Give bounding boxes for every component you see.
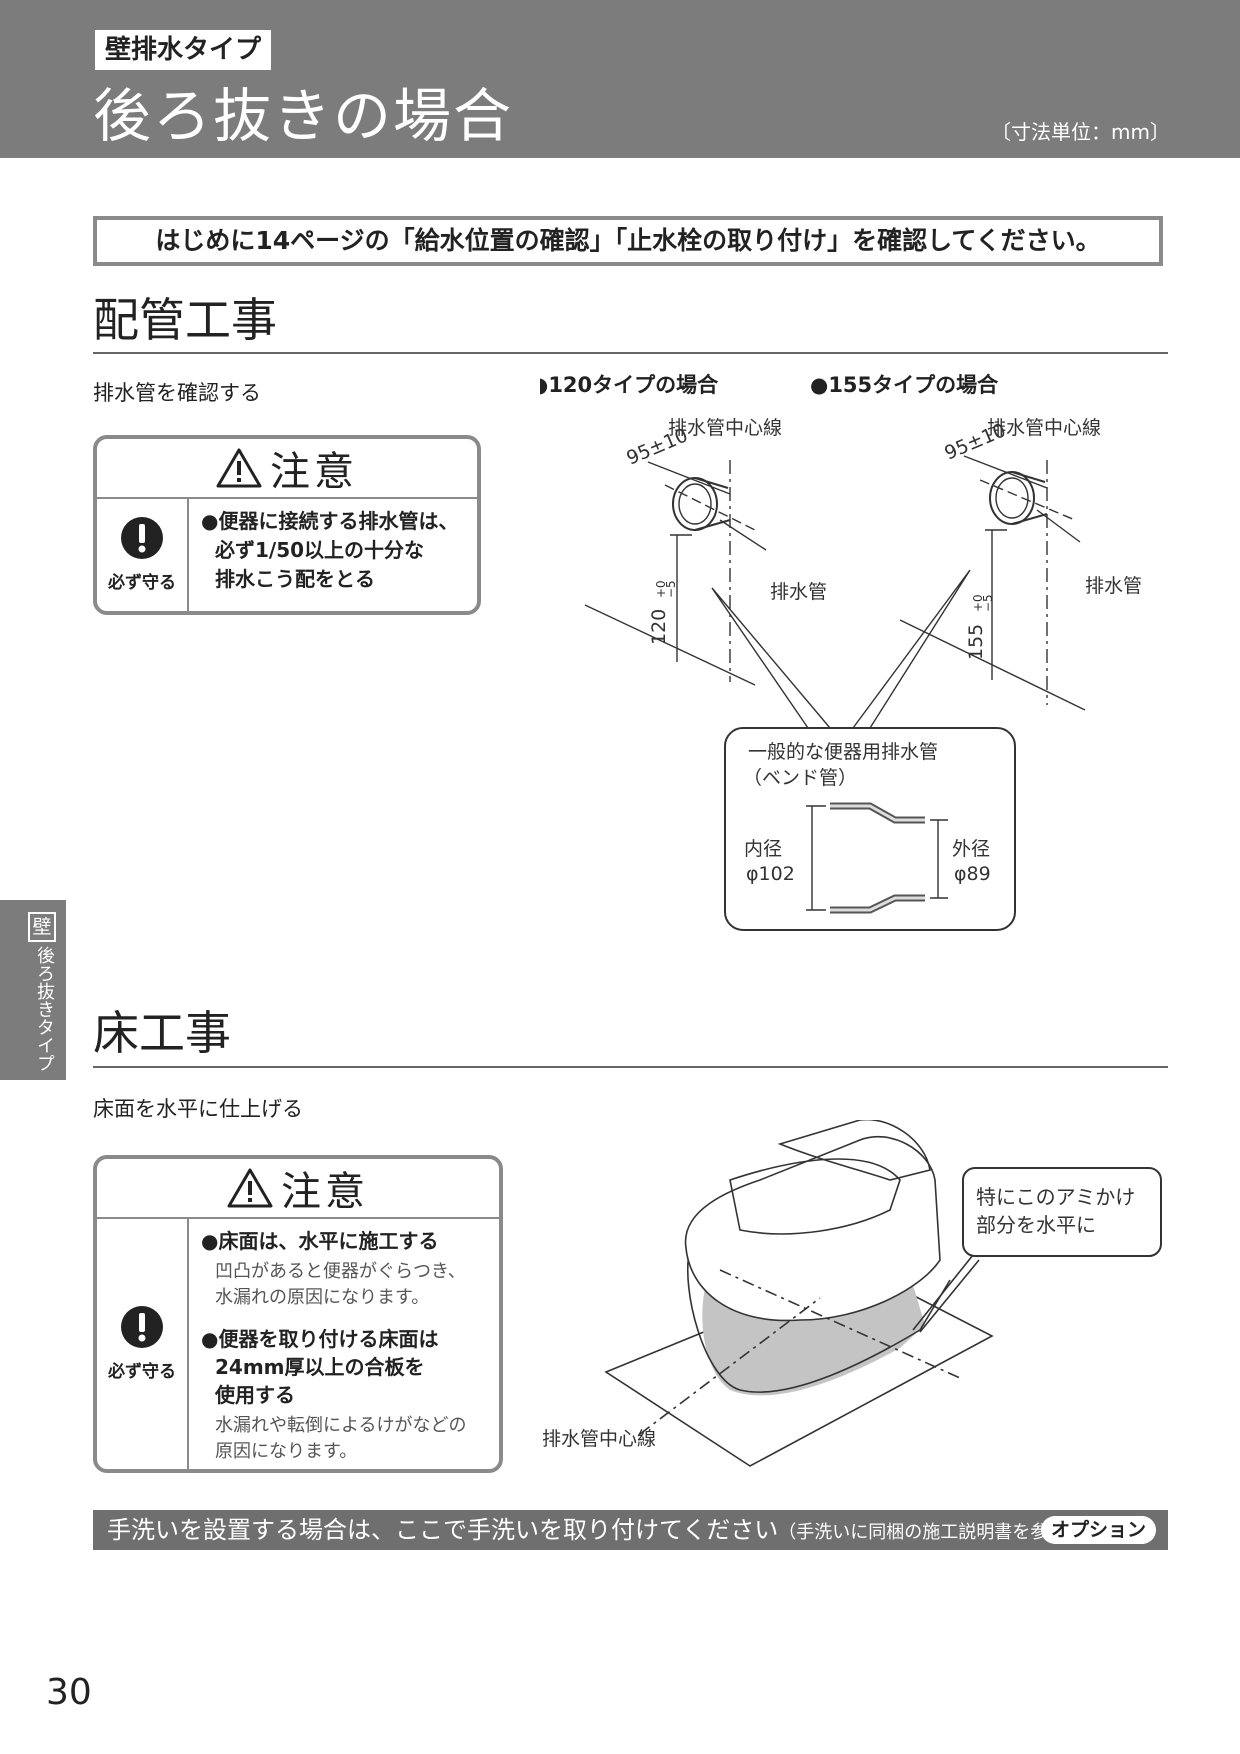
dim-label-120: 120 xyxy=(648,609,670,645)
inner-value: φ102 xyxy=(746,863,795,885)
must-follow-label: 必ず守る xyxy=(108,1361,176,1382)
caution-header: 注意 xyxy=(97,1159,499,1219)
must-follow-label: 必ず守る xyxy=(108,572,176,593)
callout-pointer xyxy=(711,587,831,729)
toilet-top xyxy=(777,1120,931,1181)
caution-item-sub: 水漏れの原因になります。 xyxy=(215,1287,430,1308)
bottom-bar-note: （手洗いに同梱の施工説明書を参照） xyxy=(778,1522,1085,1543)
caution-line: ●便器に接続する排水管は、 xyxy=(201,509,459,533)
caution-box-piping: 注意 必ず守る ●便器に接続する排水管は、 必ず1/50以上の十分な 排水こう配… xyxy=(93,435,481,615)
pipe-label: 排水管 xyxy=(1085,575,1142,597)
dim-label-95: 95±10 xyxy=(623,424,691,469)
side-tab-box: 壁 xyxy=(28,912,56,942)
caution-line: 排水こう配をとる xyxy=(215,567,375,591)
floor-centerline-label: 排水管中心線 xyxy=(542,1428,656,1450)
page-header xyxy=(0,0,1240,158)
caution-item-sub: 原因になります。 xyxy=(215,1441,358,1462)
section-divider xyxy=(93,352,1168,354)
outer-label: 外径 xyxy=(952,838,990,860)
caution-item-sub: 凹凸があると便器がぐらつき、 xyxy=(215,1261,466,1282)
section-divider xyxy=(93,1066,1168,1068)
dimension-line xyxy=(647,461,731,495)
caution-item-bold: 24mm厚以上の合板を xyxy=(215,1355,425,1379)
exclamation-circle-icon xyxy=(121,1305,163,1348)
pipe-body xyxy=(1011,471,1048,525)
type120-heading: ●120タイプの場合 xyxy=(540,373,719,397)
exclamation-circle-icon xyxy=(121,516,163,559)
bottom-bar: 手洗いを設置する場合は、ここで手洗いを取り付けてください（手洗いに同梱の施工説明… xyxy=(93,1510,1168,1550)
caution-item-bold: ●便器を取り付ける床面は xyxy=(201,1327,439,1351)
bottom-bar-main: 手洗いを設置する場合は、ここで手洗いを取り付けてください xyxy=(107,1516,779,1544)
side-tab: 壁 後ろ抜きタイプ xyxy=(0,900,66,1080)
caution-item-sub: 水漏れや転倒によるけがなどの xyxy=(215,1415,467,1436)
bottom-bar-text: 手洗いを設置する場合は、ここで手洗いを取り付けてください（手洗いに同梱の施工説明… xyxy=(107,1510,1084,1553)
inner-label: 内径 xyxy=(744,838,782,860)
category-tag: 壁排水タイプ xyxy=(95,30,272,70)
callout-line: 部分を水平に xyxy=(976,1213,1096,1237)
dim-label-95: 95±10 xyxy=(941,419,1009,464)
outer-value: φ89 xyxy=(954,863,991,885)
floor-subtitle: 床面を水平に仕上げる xyxy=(93,1097,303,1121)
floor-diagram: 特にこのアミかけ 部分を水平に 排水管中心線 xyxy=(542,1120,1162,1467)
callout-pointer xyxy=(852,569,971,729)
type155-heading: ●155タイプの場合 xyxy=(810,373,999,397)
bend-pipe-inner xyxy=(830,804,925,912)
pipe-label: 排水管 xyxy=(770,581,827,603)
toilet-body xyxy=(684,1135,941,1322)
caution-title: 注意 xyxy=(270,449,358,495)
caution-line: 必ず1/50以上の十分な xyxy=(215,538,425,562)
callout-box xyxy=(724,727,1016,931)
warning-triangle-icon xyxy=(227,1168,273,1208)
piping-diagram: ●120タイプの場合 排水管中心線 95±10 120 +0 −5 排水管 ●1… xyxy=(540,373,1142,931)
pipe-body xyxy=(694,477,731,531)
center-line xyxy=(664,484,756,531)
caution-header: 注意 xyxy=(97,439,477,499)
bend-label-line2: （ベンド管） xyxy=(743,767,857,789)
section-title-floor: 床工事 xyxy=(93,1006,231,1060)
wall-line xyxy=(584,604,756,686)
warning-triangle-icon xyxy=(216,448,262,488)
pipe-end xyxy=(678,483,712,525)
bend-label-line1: 一般的な便器用排水管 xyxy=(748,741,938,763)
caution-must-area: 必ず守る xyxy=(97,497,189,611)
option-badge: オプション xyxy=(1040,1516,1156,1544)
toilet-lid xyxy=(729,1158,901,1235)
caution-box-floor: 注意 必ず守る ●床面は、水平に施工する 凹凸があると便器がぐらつき、 水漏れの… xyxy=(93,1155,503,1473)
page-title: 後ろ抜きの場合 xyxy=(93,82,514,150)
centerline-label: 排水管中心線 xyxy=(668,417,782,439)
center-line xyxy=(719,1269,961,1379)
centerline-label: 排水管中心線 xyxy=(987,417,1101,439)
unit-note: 〔寸法単位：mm〕 xyxy=(991,120,1170,144)
caution-item-bold: 使用する xyxy=(215,1383,295,1407)
caution-item-bold: ●床面は、水平に施工する xyxy=(201,1229,439,1253)
tol-plus: +0 xyxy=(971,594,985,612)
dim-label-155: 155 xyxy=(965,624,987,660)
side-tab-text: 後ろ抜きタイプ xyxy=(34,946,55,1072)
callout-line: 特にこのアミかけ xyxy=(976,1185,1135,1209)
caution-title: 注意 xyxy=(281,1169,369,1215)
toilet-base xyxy=(686,1247,951,1393)
tol-minus: −5 xyxy=(664,580,678,598)
notice-box: はじめに14ページの「給水位置の確認」「止水栓の取り付け」を確認してください。 xyxy=(93,216,1163,266)
tol-minus: −5 xyxy=(981,594,995,612)
callout-pointer xyxy=(912,1249,980,1333)
callout-box xyxy=(962,1167,1162,1257)
leader-line xyxy=(719,519,767,551)
tol-plus: +0 xyxy=(654,580,668,598)
page-number: 30 xyxy=(46,1672,92,1713)
caution-must-area: 必ず守る xyxy=(97,1217,189,1469)
dimension-line xyxy=(963,455,1048,489)
leader-line xyxy=(1036,509,1081,543)
piping-subtitle: 排水管を確認する xyxy=(93,381,261,405)
section-title-piping: 配管工事 xyxy=(93,293,277,347)
pipe-end xyxy=(995,477,1029,519)
